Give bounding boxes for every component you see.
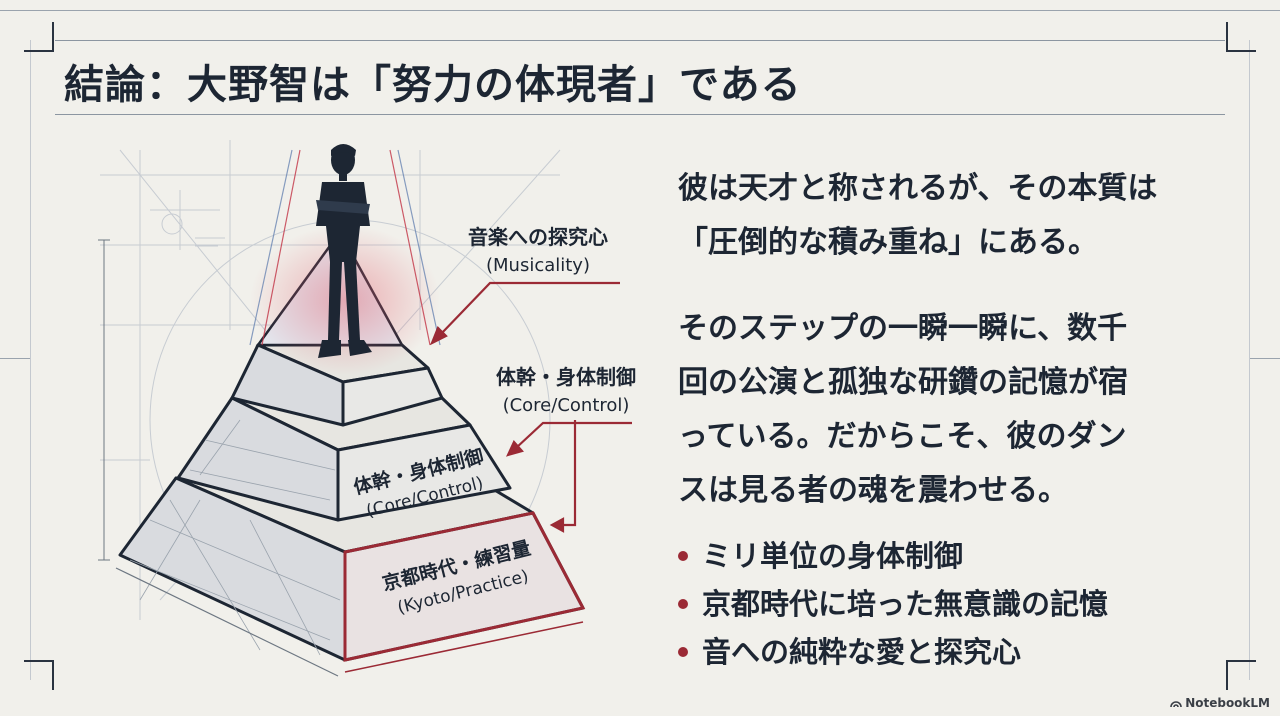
dimension-bottom-left xyxy=(115,567,339,677)
dimension-left xyxy=(98,239,110,561)
tier-bottom-highlight xyxy=(343,511,586,662)
detail-paragraph: そのステップの一瞬一瞬に、数千 回の公演と孤独な研鑽の記憶が宿 っている。だから… xyxy=(678,311,1128,508)
callout-arrow-core xyxy=(505,421,632,457)
title-rule-bottom xyxy=(55,114,1225,115)
corner-bottom-left xyxy=(24,660,54,690)
dimension-bottom-right xyxy=(344,621,584,673)
key-points-list: ミリ単位の身体制御 京都時代に培った無意識の記憶 音への純粋な愛と探究心 xyxy=(678,532,1108,676)
tier-middle-hatch xyxy=(189,419,336,501)
slide-title: 結論：大野智は「努力の体現者」である xyxy=(64,62,802,108)
frame-line-right xyxy=(1249,40,1250,680)
brand-label: NotebookLM xyxy=(1185,696,1270,710)
frame-line-top xyxy=(0,10,1280,11)
callout-arrow-musicality xyxy=(429,281,620,346)
pyramid-diagram: 音楽への探究心 (Musicality) 体幹・身体制御 (Core/Contr… xyxy=(98,140,636,677)
list-item: 京都時代に培った無意識の記憶 xyxy=(678,580,1108,628)
callout-core-jp: 体幹・身体制御 xyxy=(496,365,636,389)
callout-musicality-jp: 音楽への探究心 xyxy=(468,225,608,249)
list-item: ミリ単位の身体制御 xyxy=(678,532,1108,580)
apex-glow xyxy=(250,225,440,375)
bullet-dot-icon xyxy=(678,647,688,657)
callout-core-en: (Core/Control) xyxy=(503,395,630,416)
tier-bottom-hatch xyxy=(129,499,341,656)
callout-musicality-en: (Musicality) xyxy=(486,255,590,276)
corner-bottom-right xyxy=(1226,660,1256,690)
corner-top-left xyxy=(24,22,54,52)
title-rule-top xyxy=(55,40,1225,41)
frame-tick-right xyxy=(1250,358,1280,359)
list-item: 音への純粋な愛と探究心 xyxy=(678,628,1108,676)
frame-tick-left xyxy=(0,358,30,359)
light-rays xyxy=(249,149,441,346)
callout-bracket-practice xyxy=(549,420,577,533)
notebooklm-logo-icon xyxy=(1170,701,1182,708)
frame-line-left xyxy=(30,40,31,680)
summary-paragraph: 彼は天才と称されるが、その本質は 「圧倒的な積み重ね」にある。 xyxy=(678,171,1158,260)
dancer-figure xyxy=(316,144,372,358)
bullet-dot-icon xyxy=(678,599,688,609)
bullet-dot-icon xyxy=(678,551,688,561)
brand-watermark: NotebookLM xyxy=(1170,696,1270,710)
corner-top-right xyxy=(1226,22,1256,52)
